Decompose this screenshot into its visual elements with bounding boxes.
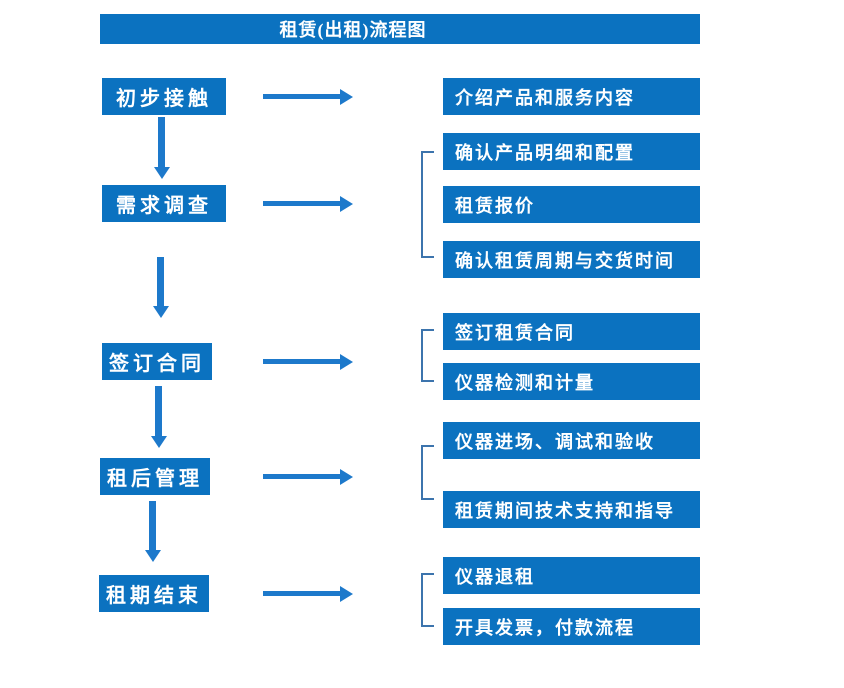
step-box-sign-contract: 签订合同 — [102, 343, 212, 380]
detail-box: 开具发票，付款流程 — [443, 608, 700, 645]
group-bracket — [421, 151, 434, 258]
arrow-right-icon — [263, 94, 340, 99]
step-box-rental-end: 租期结束 — [99, 575, 209, 612]
detail-box: 仪器检测和计量 — [443, 363, 700, 400]
arrow-down-icon — [157, 257, 164, 306]
detail-box: 租赁期间技术支持和指导 — [443, 491, 700, 528]
group-bracket — [421, 573, 434, 627]
step-box-initial-contact: 初步接触 — [102, 78, 226, 115]
detail-box: 确认租赁周期与交货时间 — [443, 241, 700, 278]
arrow-right-icon — [263, 201, 340, 206]
group-bracket — [421, 445, 434, 500]
arrow-down-icon — [149, 501, 156, 550]
detail-box: 租赁报价 — [443, 186, 700, 223]
detail-box: 介绍产品和服务内容 — [443, 78, 700, 115]
group-bracket — [421, 329, 434, 382]
detail-box: 确认产品明细和配置 — [443, 133, 700, 170]
detail-box: 仪器退租 — [443, 557, 700, 594]
arrow-down-icon — [155, 386, 162, 436]
arrow-down-icon — [158, 117, 165, 167]
detail-box: 仪器进场、调试和验收 — [443, 422, 700, 459]
detail-box: 签订租赁合同 — [443, 313, 700, 350]
arrow-right-icon — [263, 359, 340, 364]
flowchart-title: 租赁(出租)流程图 — [100, 14, 700, 44]
step-box-post-rental-management: 租后管理 — [100, 458, 210, 495]
arrow-right-icon — [263, 474, 340, 479]
step-box-demand-survey: 需求调查 — [102, 185, 226, 222]
arrow-right-icon — [263, 591, 340, 596]
